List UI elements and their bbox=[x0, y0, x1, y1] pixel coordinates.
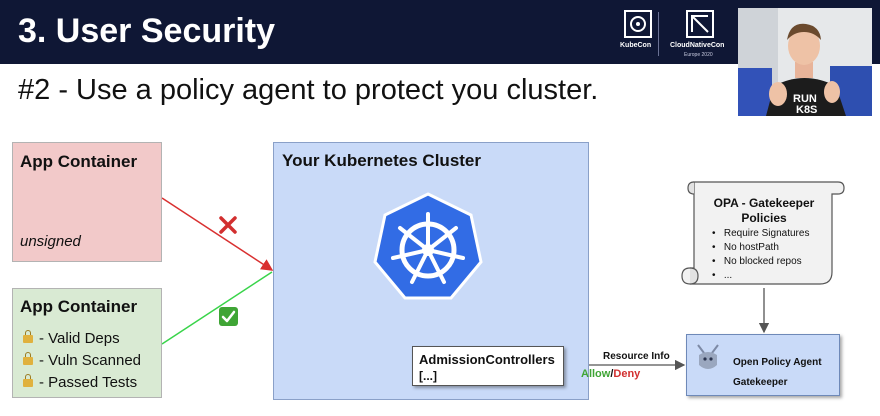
cluster-title: Your Kubernetes Cluster bbox=[282, 151, 482, 170]
policy-item: • No blocked repos bbox=[712, 256, 802, 267]
policy-title: OPA - Gatekeeper Policies bbox=[713, 196, 815, 225]
lock-icon bbox=[23, 352, 33, 365]
check-item: - Passed Tests bbox=[23, 374, 137, 391]
opa-gatekeeper-box: Open Policy Agent Gatekeeper bbox=[686, 334, 840, 396]
opa-name: Open Policy Agent bbox=[733, 357, 822, 368]
accept-line bbox=[161, 271, 273, 345]
unsigned-label: unsigned bbox=[20, 233, 81, 250]
lock-icon bbox=[23, 330, 33, 343]
slide-header: 3. User Security KubeCon CloudNativeCon … bbox=[0, 0, 880, 64]
event-label: Europe 2020 bbox=[684, 52, 713, 58]
deny-label: Deny bbox=[613, 368, 641, 380]
policy-item: • ... bbox=[712, 270, 733, 281]
cloudnativecon-label: CloudNativeCon bbox=[670, 42, 725, 49]
policy-item: • No hostPath bbox=[712, 242, 779, 253]
check-item: - Vuln Scanned bbox=[23, 352, 141, 369]
admission-title: AdmissionControllers bbox=[419, 352, 555, 367]
app-container-unsigned: App Container unsigned bbox=[12, 142, 162, 262]
kubernetes-logo-icon bbox=[373, 190, 483, 302]
reject-x-icon bbox=[218, 215, 238, 235]
policy-item: • Require Signatures bbox=[712, 228, 810, 239]
admission-controllers-box: AdmissionControllers [...] bbox=[412, 346, 564, 386]
policy-scroll bbox=[680, 172, 846, 290]
shirt-text-line1: RUN bbox=[793, 93, 817, 105]
lock-icon bbox=[23, 374, 33, 387]
app-container-signed: App Container - Valid Deps - Vuln Scanne… bbox=[12, 288, 162, 398]
admission-more: [...] bbox=[419, 369, 437, 383]
check-item: - Valid Deps bbox=[23, 330, 120, 347]
presenter-webcam: RUN K8S bbox=[738, 8, 872, 116]
kubecon-logo-icon bbox=[624, 10, 652, 38]
reject-line bbox=[161, 197, 274, 271]
shirt-text-line2: K8S bbox=[796, 104, 817, 116]
opa-logo-icon bbox=[695, 343, 721, 373]
allow-deny-separator: / bbox=[610, 368, 614, 380]
allow-deny-label: Allow/Deny bbox=[581, 368, 640, 380]
allow-label: Allow bbox=[581, 368, 611, 380]
accept-check-icon bbox=[219, 307, 238, 326]
kubecon-label: KubeCon bbox=[620, 42, 652, 49]
resource-info-label: Resource Info bbox=[603, 351, 670, 362]
slide-title: 3. User Security bbox=[18, 12, 276, 50]
logo-divider bbox=[658, 12, 659, 56]
app-container-title: App Container bbox=[20, 297, 138, 316]
app-container-title: App Container bbox=[20, 152, 138, 171]
slide-subtitle: #2 - Use a policy agent to protect you c… bbox=[18, 74, 599, 106]
gatekeeper-label: Gatekeeper bbox=[733, 377, 788, 388]
cloudnativecon-logo-icon bbox=[686, 10, 714, 38]
